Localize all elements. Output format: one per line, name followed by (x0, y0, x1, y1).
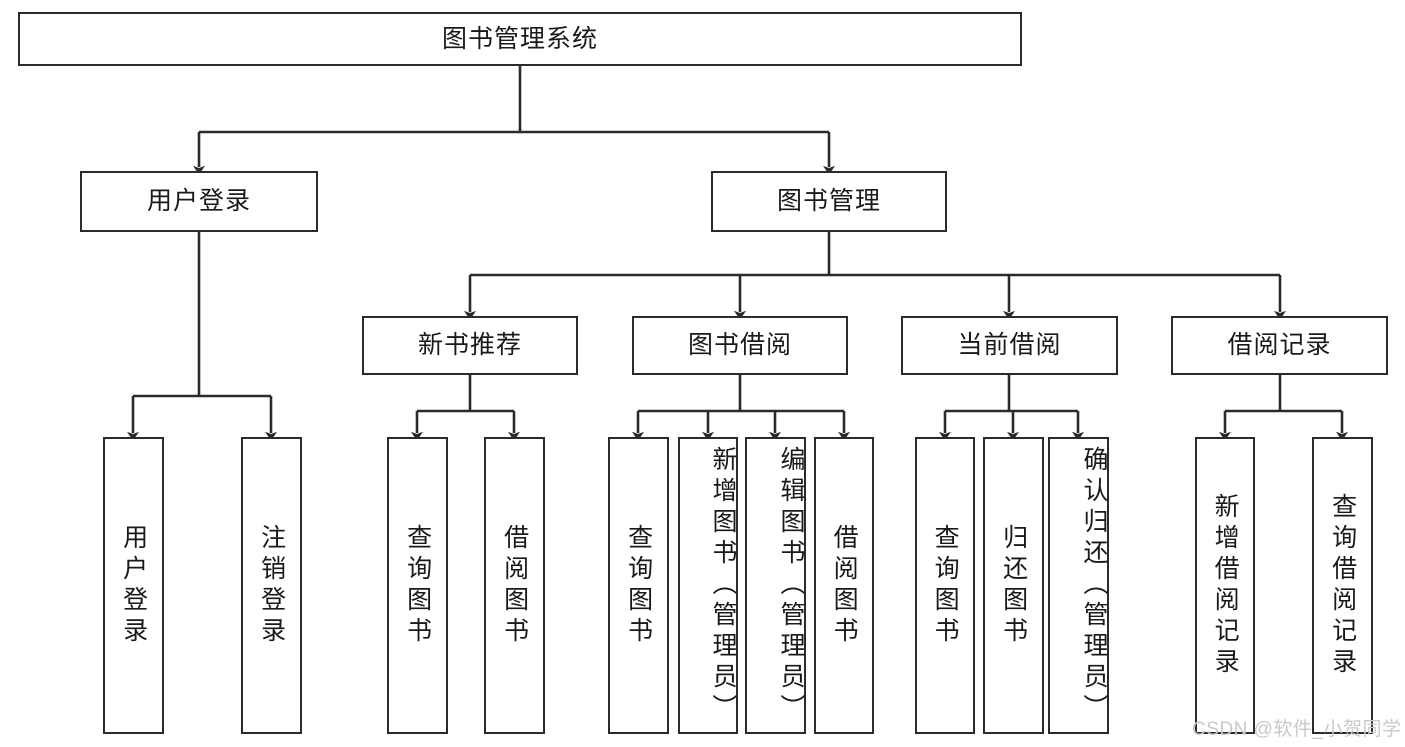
node-root[interactable]: 图书管理系统 (18, 12, 1022, 66)
node-leaf-query-book-current-label: 查询图书 (931, 523, 960, 648)
node-leaf-user-login[interactable]: 用户登录 (103, 437, 164, 734)
watermark-text: CSDN @软件_小贺同学 (1192, 719, 1402, 740)
node-book-borrow[interactable]: 图书借阅 (632, 316, 848, 375)
node-new-book-recommend-label: 新书推荐 (417, 331, 522, 360)
node-new-book-recommend[interactable]: 新书推荐 (362, 316, 578, 375)
node-book-management-label: 图书管理 (776, 187, 881, 216)
node-leaf-borrow-book-recommend-label: 借阅图书 (500, 523, 529, 648)
node-leaf-query-book-recommend[interactable]: 查询图书 (387, 437, 448, 734)
node-leaf-borrow-book-label: 借阅图书 (830, 523, 859, 648)
node-leaf-query-book-borrow[interactable]: 查询图书 (608, 437, 669, 734)
node-leaf-return-book-label: 归还图书 (999, 523, 1028, 648)
node-user-login-label: 用户登录 (146, 187, 251, 216)
node-leaf-add-borrow-record[interactable]: 新增借阅记录 (1195, 437, 1255, 734)
node-leaf-borrow-book[interactable]: 借阅图书 (814, 437, 874, 734)
node-leaf-query-borrow-record-label: 查询借阅记录 (1328, 492, 1357, 679)
node-book-borrow-label: 图书借阅 (687, 331, 792, 360)
node-leaf-confirm-return-admin-label: 确认归还（管理员） (1080, 446, 1108, 725)
node-leaf-edit-book-admin-label: 编辑图书（管理员） (777, 446, 805, 725)
node-leaf-logout-login-label: 注销登录 (257, 523, 286, 648)
node-root-label: 图书管理系统 (441, 24, 598, 53)
node-leaf-query-book-recommend-label: 查询图书 (403, 523, 432, 648)
node-book-management[interactable]: 图书管理 (711, 171, 947, 232)
node-leaf-add-borrow-record-label: 新增借阅记录 (1211, 492, 1240, 679)
node-leaf-edit-book-admin[interactable]: 编辑图书（管理员） (745, 437, 806, 734)
node-leaf-logout-login[interactable]: 注销登录 (241, 437, 302, 734)
node-current-borrow-label: 当前借阅 (957, 331, 1062, 360)
node-leaf-confirm-return-admin[interactable]: 确认归还（管理员） (1048, 437, 1109, 734)
node-leaf-add-book-admin-label: 新增图书（管理员） (709, 446, 737, 725)
node-leaf-return-book[interactable]: 归还图书 (983, 437, 1044, 734)
node-borrow-records[interactable]: 借阅记录 (1171, 316, 1388, 375)
node-leaf-add-book-admin[interactable]: 新增图书（管理员） (678, 437, 738, 734)
node-leaf-query-book-current[interactable]: 查询图书 (915, 437, 975, 734)
node-current-borrow[interactable]: 当前借阅 (901, 316, 1118, 375)
node-leaf-query-borrow-record[interactable]: 查询借阅记录 (1312, 437, 1373, 734)
node-leaf-borrow-book-recommend[interactable]: 借阅图书 (484, 437, 545, 734)
node-leaf-user-login-label: 用户登录 (119, 523, 148, 648)
node-leaf-query-book-borrow-label: 查询图书 (624, 523, 653, 648)
node-user-login[interactable]: 用户登录 (80, 171, 318, 232)
node-borrow-records-label: 借阅记录 (1227, 331, 1332, 360)
